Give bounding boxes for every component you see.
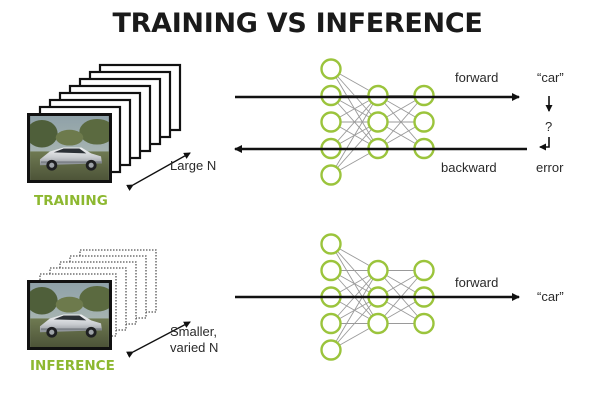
network-connection (330, 95, 379, 149)
neuron-node (320, 233, 342, 255)
car-photo-icon (27, 280, 112, 350)
network-connection (377, 95, 425, 149)
neuron-node (320, 58, 342, 80)
car-photo-icon (27, 113, 112, 183)
neuron-node (413, 111, 435, 133)
inference-section-label: INFERENCE (30, 358, 115, 374)
neuron-node (320, 259, 342, 282)
dataset-size-label: Large N (170, 158, 216, 173)
neuron-node (320, 111, 342, 133)
dataset-size-arrow (126, 152, 191, 191)
error-label: error (536, 160, 564, 175)
backward-label: backward (441, 160, 497, 175)
forward-label: forward (455, 70, 498, 85)
dataset-size-arrow (126, 321, 191, 358)
training-neural-network (320, 58, 435, 186)
network-connection (330, 270, 379, 351)
neuron-node (320, 164, 342, 186)
neuron-node (413, 84, 435, 107)
dataset-size-label-line1: Smaller, (170, 324, 217, 339)
neuron-node (367, 312, 389, 335)
inference-image-stack (27, 249, 157, 350)
neuron-node (320, 339, 342, 361)
neuron-node (320, 84, 342, 107)
dataset-size-label-line2: varied N (170, 340, 218, 355)
neuron-node (367, 111, 389, 133)
neuron-node (413, 312, 435, 335)
page-title: TRAINING VS INFERENCE (112, 8, 483, 39)
network-connection (330, 296, 379, 351)
neuron-node (367, 259, 389, 282)
question-mark: ? (545, 119, 552, 134)
training-section-label: TRAINING (34, 193, 108, 209)
network-connection (330, 95, 379, 176)
output-label: “car” (537, 289, 564, 304)
training-image-stack (27, 63, 182, 183)
neuron-node (413, 259, 435, 282)
neuron-node (320, 312, 342, 335)
output-label: “car” (537, 70, 564, 85)
forward-label: forward (455, 275, 498, 290)
error-arrow (539, 137, 550, 151)
neuron-node (367, 84, 389, 107)
